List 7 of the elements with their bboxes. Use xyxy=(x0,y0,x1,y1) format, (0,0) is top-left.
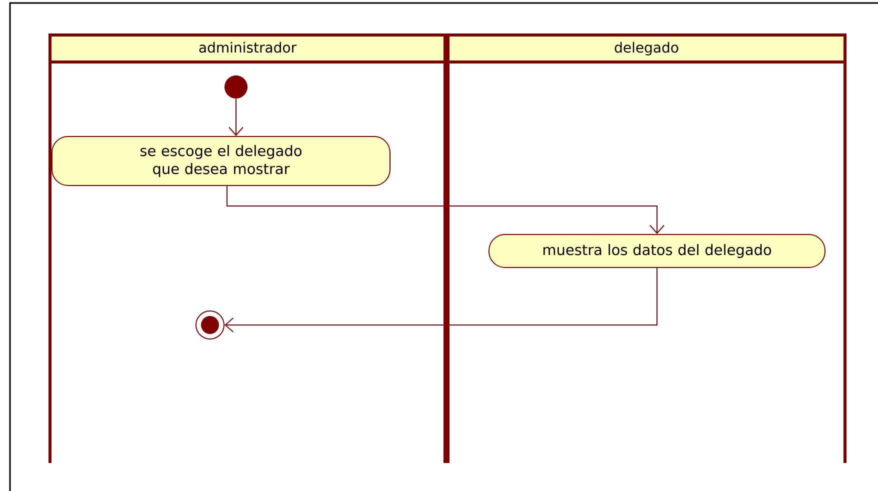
arrow xyxy=(226,186,664,234)
arrow xyxy=(228,98,244,136)
action-box: muestra los datos del delegado xyxy=(488,234,826,268)
end-node xyxy=(196,310,224,340)
arrow xyxy=(224,268,658,332)
start-node xyxy=(224,76,248,98)
action-box: se escoge el delegado que desea mostrar xyxy=(52,136,390,186)
